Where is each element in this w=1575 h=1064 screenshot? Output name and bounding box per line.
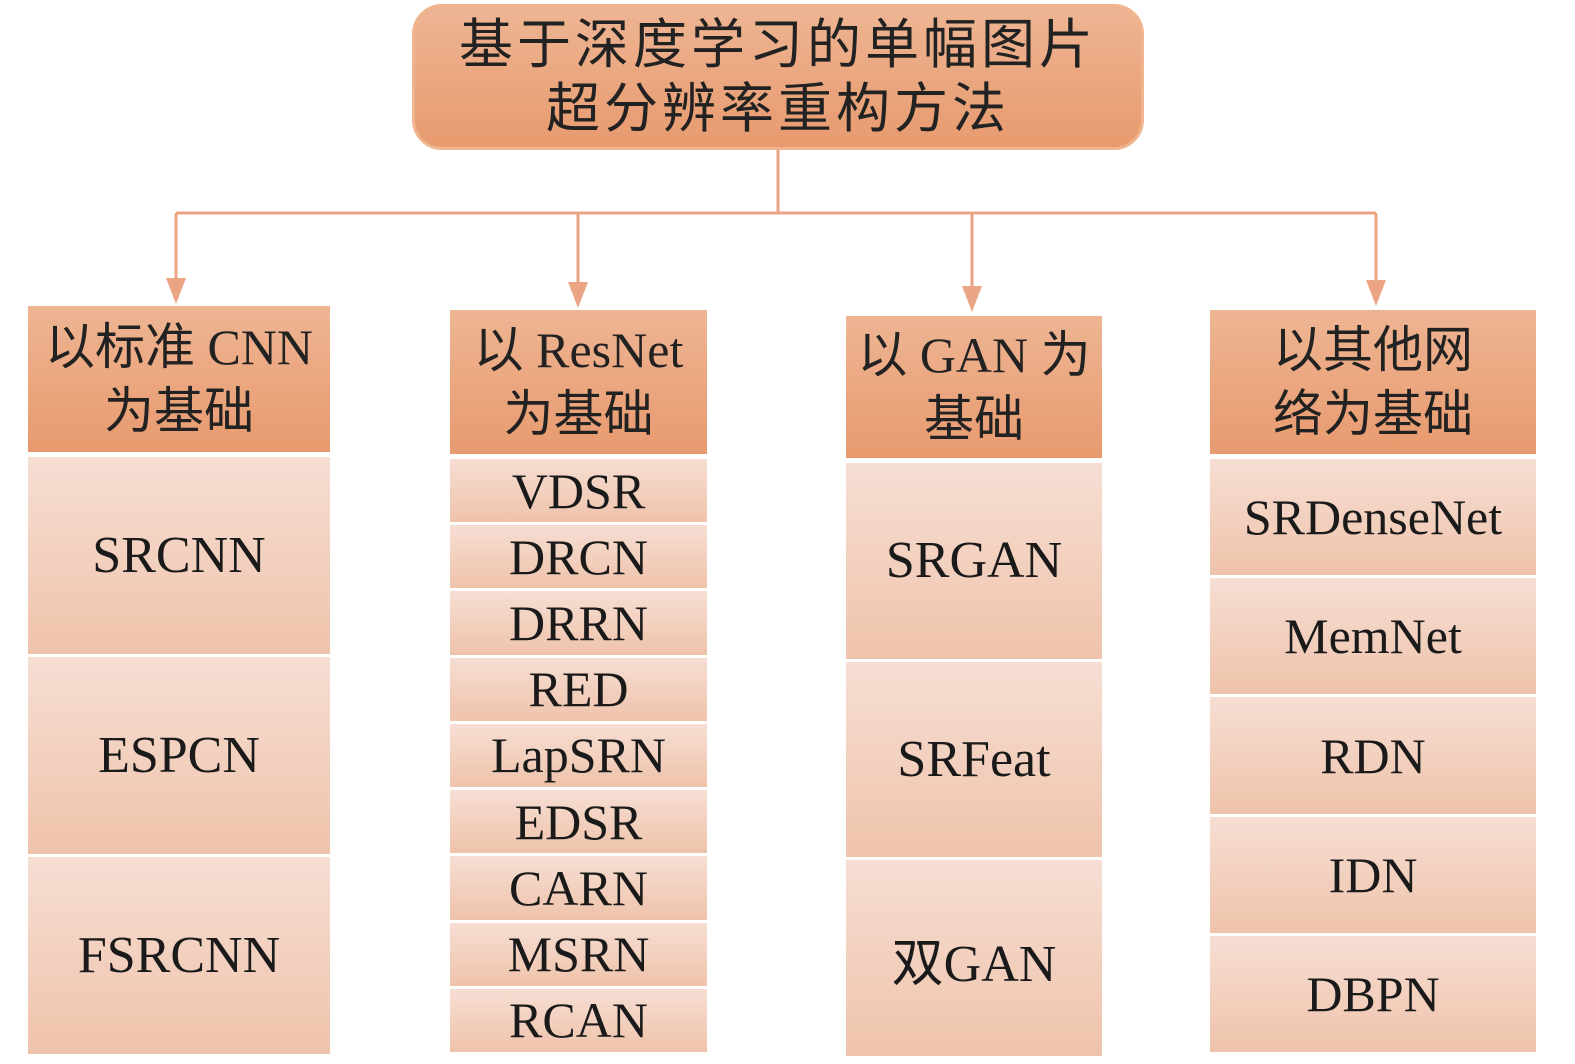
method-item-carn: CARN: [450, 853, 707, 920]
header-line2: 为基础: [503, 386, 654, 442]
method-item-rdn: RDN: [1210, 694, 1536, 814]
method-item-srcnn: SRCNN: [28, 452, 330, 654]
method-item-edsr: EDSR: [450, 787, 707, 854]
header-line1: 以标准 CNN: [44, 319, 314, 375]
header-line2: 基础: [924, 391, 1024, 447]
header-line2: 络为基础: [1273, 386, 1473, 442]
method-item-dbpn: DBPN: [1210, 932, 1536, 1053]
column-other-networks: 以其他网 络为基础 SRDenseNet MemNet RDN IDN DBPN: [1210, 310, 1536, 1053]
method-item-lapsrn: LapSRN: [450, 720, 707, 788]
method-list-other: SRDenseNet MemNet RDN IDN DBPN: [1210, 454, 1536, 1053]
header-line1: 以 ResNet: [473, 322, 684, 378]
column-header-cnn: 以标准 CNN 为基础: [28, 306, 330, 452]
arrow-resnet-icon: [568, 282, 588, 308]
arrow-other-icon: [1366, 280, 1386, 306]
method-item-idn: IDN: [1210, 813, 1536, 933]
method-item-srfeat: SRFeat: [846, 658, 1102, 858]
column-header-other: 以其他网 络为基础: [1210, 310, 1536, 454]
column-standard-cnn: 以标准 CNN 为基础 SRCNN ESPCN FSRCNN: [28, 306, 330, 1054]
header-line1: 以 GAN 为: [857, 327, 1091, 383]
method-item-memnet: MemNet: [1210, 575, 1536, 695]
root-node: 基于深度学习的单幅图片 超分辨率重构方法: [412, 4, 1144, 150]
method-item-red: RED: [450, 654, 707, 721]
method-item-dual-gan: 双GAN: [846, 857, 1102, 1057]
method-item-rcan: RCAN: [450, 985, 707, 1052]
column-header-gan: 以 GAN 为 基础: [846, 316, 1102, 458]
header-line2: 为基础: [104, 383, 254, 439]
method-item-drrn: DRRN: [450, 588, 707, 655]
arrow-gan-icon: [962, 286, 982, 312]
root-title-line2: 超分辨率重构方法: [546, 79, 1010, 139]
method-item-msrn: MSRN: [450, 919, 707, 986]
method-item-srgan: SRGAN: [846, 458, 1102, 659]
arrow-cnn-icon: [166, 278, 186, 304]
method-item-vdsr: VDSR: [450, 454, 707, 523]
column-gan: 以 GAN 为 基础 SRGAN SRFeat 双GAN: [846, 316, 1102, 1057]
column-header-resnet: 以 ResNet 为基础: [450, 310, 707, 454]
method-item-srdensenet: SRDenseNet: [1210, 454, 1536, 576]
method-item-drcn: DRCN: [450, 522, 707, 589]
header-line1: 以其他网: [1273, 322, 1473, 378]
root-title-line1: 基于深度学习的单幅图片: [459, 15, 1097, 75]
method-list-gan: SRGAN SRFeat 双GAN: [846, 458, 1102, 1057]
method-item-fsrcnn: FSRCNN: [28, 854, 330, 1054]
method-list-resnet: VDSR DRCN DRRN RED LapSRN EDSR CARN MSRN…: [450, 454, 707, 1052]
method-list-cnn: SRCNN ESPCN FSRCNN: [28, 452, 330, 1054]
method-item-espcn: ESPCN: [28, 654, 330, 854]
column-resnet: 以 ResNet 为基础 VDSR DRCN DRRN RED LapSRN E…: [450, 310, 707, 1052]
